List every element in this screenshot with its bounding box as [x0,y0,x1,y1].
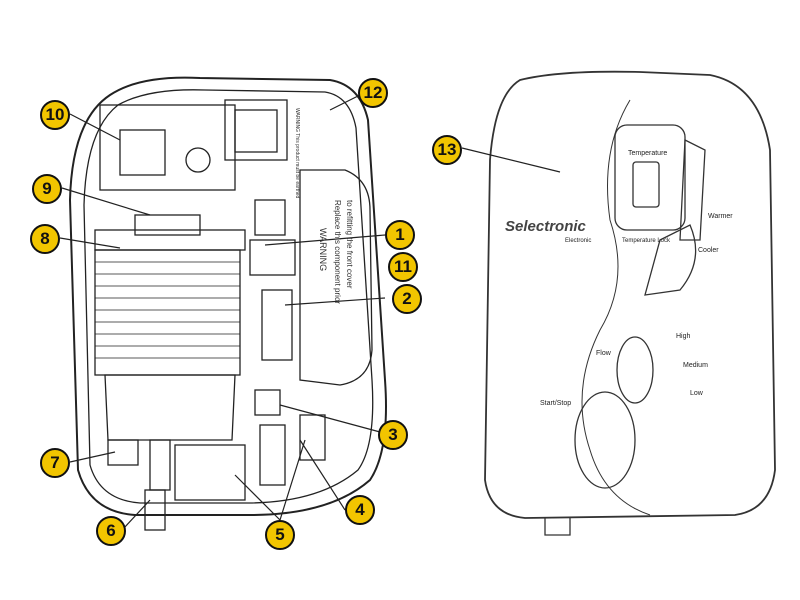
callout-13: 13 [432,135,462,165]
start-stop-label: Start/Stop [540,400,572,407]
brand-sub: Electronic [565,238,592,244]
medium-label: Medium [683,362,708,369]
callout-7: 7 [40,448,70,478]
callout-1: 1 [385,220,415,250]
warmer-label: Warmer [708,213,733,220]
cover-warning-line2: to refitting the front cover [345,200,354,289]
flow-label: Flow [596,350,611,357]
callout-5: 5 [265,520,295,550]
high-label: High [676,333,691,340]
cover-warning-line1: Replace this component prior [333,200,342,305]
cooler-label: Cooler [698,247,719,254]
callout-9: 9 [32,174,62,204]
warning-plate-text: WARNING This product must be earthed [294,108,300,199]
temperature-lock-label: Temperature Lock [622,238,671,244]
callout-8: 8 [30,224,60,254]
callout-2: 2 [392,284,422,314]
cover-warning-title: WARNING [318,228,328,272]
internal-view [68,76,387,531]
callout-4: 4 [345,495,375,525]
temperature-label: Temperature [628,150,668,157]
callout-3: 3 [378,420,408,450]
brand-logo: Selectronic [505,218,586,235]
front-cover [484,70,776,536]
callout-11: 11 [388,252,418,282]
callout-10: 10 [40,100,70,130]
callout-6: 6 [96,516,126,546]
leader-lines [59,94,561,529]
low-label: Low [690,390,703,397]
callout-12: 12 [358,78,388,108]
